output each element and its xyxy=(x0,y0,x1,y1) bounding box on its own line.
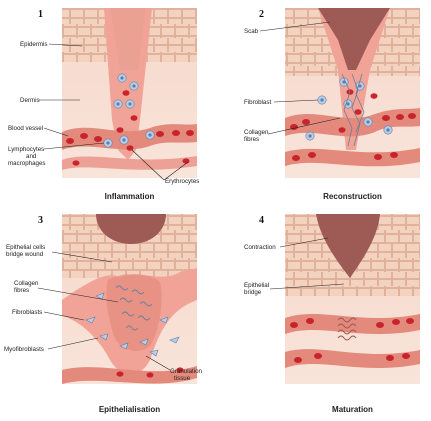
label-lymphocytes-and: and xyxy=(26,153,37,160)
panel-number: 4 xyxy=(259,215,264,226)
label-epithelial: Epithelial xyxy=(244,282,269,289)
caption-inflammation: Inflammation xyxy=(105,192,155,201)
label-dermis: Dermis xyxy=(20,97,40,104)
caption-epithelialisation: Epithelialisation xyxy=(99,405,160,414)
caption-reconstruction: Reconstruction xyxy=(323,192,382,201)
label-collagen: Collagen xyxy=(14,280,39,287)
label-granulation-tissue: tissue xyxy=(174,375,191,382)
label-bridge: bridge xyxy=(244,289,262,296)
blood-vessel xyxy=(62,124,197,150)
scab xyxy=(318,8,390,70)
label-bridge-wound: bridge wound xyxy=(6,251,44,258)
panel-inflammation: 1 Epidermis Dermis Blood vessel Lymphocy… xyxy=(8,8,199,201)
leukocytes-group xyxy=(103,73,155,148)
label-epidermis: Epidermis xyxy=(20,41,48,48)
panel-maturation: 4 Contraction Epithelial bridge Maturati… xyxy=(244,214,420,414)
label-collagen-fibres: fibres xyxy=(14,287,29,294)
collagen-fibres xyxy=(341,73,365,147)
label-contraction: Contraction xyxy=(244,244,276,251)
panel-reconstruction: 2 Scab Fibroblast Collagen fibres Recons… xyxy=(244,8,420,201)
label-scab: Scab xyxy=(244,28,259,35)
label-epithelial-cells: Epithelial cells xyxy=(6,244,45,251)
panel-epithelialisation: 3 Epithelial cells bridge wound Collagen… xyxy=(4,214,203,414)
panel-number: 3 xyxy=(38,215,43,226)
label-granulation: Granulation xyxy=(170,368,203,375)
label-blood-vessel: Blood vessel xyxy=(8,125,43,132)
label-collagen: Collagen xyxy=(244,129,269,136)
panel-number: 1 xyxy=(38,9,43,20)
label-erythrocytes: Erythrocytes xyxy=(165,178,199,185)
label-fibroblast: Fibroblast xyxy=(244,99,271,106)
label-macrophages: macrophages xyxy=(8,160,46,167)
label-fibroblasts: Fibroblasts xyxy=(12,309,42,316)
contracted-scab xyxy=(316,214,380,278)
caption-maturation: Maturation xyxy=(332,405,373,414)
panel-number: 2 xyxy=(259,9,264,20)
label-collagen-fibres: fibres xyxy=(244,136,259,143)
label-lymphocytes: Lymphocytes xyxy=(8,146,44,153)
label-myofibroblasts: Myofibroblasts xyxy=(4,346,44,353)
erythrocytes-group xyxy=(66,90,194,166)
scar-collagen xyxy=(337,317,357,341)
